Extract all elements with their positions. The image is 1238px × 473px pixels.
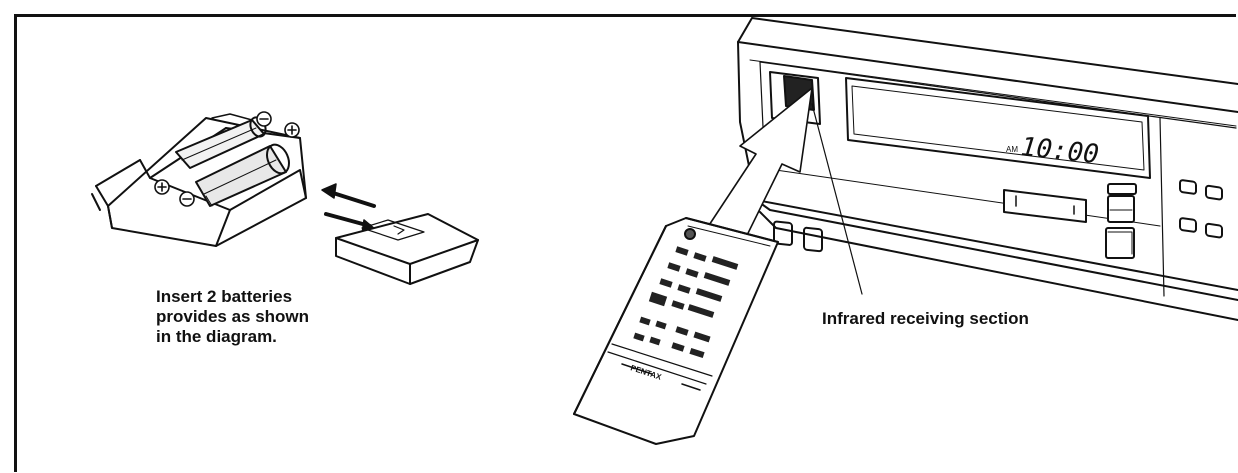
- vcr-unit: [738, 18, 1238, 320]
- remote-control: [574, 218, 778, 444]
- button: [1180, 218, 1196, 232]
- battery-caption-line: in the diagram.: [156, 327, 309, 347]
- battery-caption-line: Insert 2 batteries: [156, 287, 309, 307]
- minus-icon: [180, 192, 194, 206]
- display-indicator: AM: [1006, 145, 1018, 154]
- button: [1108, 184, 1136, 194]
- button: [1180, 180, 1196, 194]
- button: [1206, 185, 1222, 199]
- tape-slot: [1004, 190, 1086, 222]
- button: [1206, 223, 1222, 237]
- remote-battery-compartment: [92, 114, 306, 246]
- battery-caption-line: provides as shown: [156, 307, 309, 327]
- minus-icon: [257, 112, 271, 126]
- battery-instruction-caption: Insert 2 batteries provides as shown in …: [156, 287, 309, 347]
- plus-icon: [155, 180, 169, 194]
- infrared-receiving-caption: Infrared receiving section: [822, 309, 1029, 329]
- button: [1108, 196, 1134, 222]
- remote-led: [685, 229, 695, 239]
- button: [804, 228, 822, 252]
- plus-icon: [285, 123, 299, 137]
